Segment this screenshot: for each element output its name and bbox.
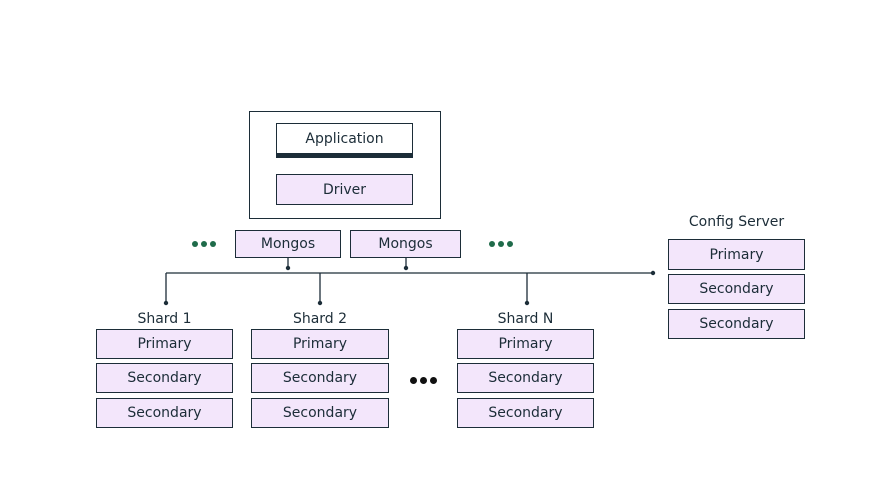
- config-server-title: Config Server: [688, 214, 785, 230]
- ellipsis-icon: [489, 241, 513, 247]
- shard-title: Shard 2: [292, 311, 348, 327]
- member-role-label: Secondary: [282, 405, 358, 421]
- member-role-label: Secondary: [699, 281, 774, 297]
- replica-member: Secondary: [96, 363, 233, 393]
- member-role-label: Secondary: [488, 405, 563, 421]
- replica-member: Primary: [251, 329, 389, 359]
- connector-dot: [317, 300, 323, 306]
- mongos-label: Mongos: [260, 236, 316, 252]
- application-base-bar: [276, 153, 413, 158]
- replica-member: Secondary: [457, 363, 594, 393]
- replica-member: Primary: [457, 329, 594, 359]
- application-box: Application: [276, 123, 413, 154]
- replica-member: Primary: [96, 329, 233, 359]
- mongos-router: Mongos: [235, 230, 341, 258]
- ellipsis-icon: [410, 377, 437, 384]
- replica-member: Secondary: [668, 274, 805, 304]
- replica-member: Secondary: [457, 398, 594, 428]
- connector-dot: [524, 300, 530, 306]
- member-role-label: Secondary: [127, 370, 202, 386]
- driver-label: Driver: [322, 181, 367, 198]
- shard-title: Shard N: [497, 311, 554, 327]
- replica-member: Primary: [668, 239, 805, 270]
- connector-dot: [163, 300, 169, 306]
- member-role-label: Secondary: [282, 370, 358, 386]
- replica-member: Secondary: [96, 398, 233, 428]
- member-role-label: Primary: [137, 336, 192, 352]
- connector-dot: [403, 265, 409, 271]
- connector-dot: [650, 270, 656, 276]
- driver-box: Driver: [276, 174, 413, 205]
- replica-member: Secondary: [251, 398, 389, 428]
- replica-member: Secondary: [251, 363, 389, 393]
- application-label: Application: [305, 130, 384, 147]
- ellipsis-icon: [192, 241, 216, 247]
- shard-title: Shard 1: [137, 311, 192, 327]
- member-role-label: Primary: [498, 336, 553, 352]
- replica-member: Secondary: [668, 309, 805, 339]
- member-role-label: Secondary: [699, 316, 774, 332]
- mongos-label: Mongos: [378, 236, 433, 252]
- mongos-router: Mongos: [350, 230, 461, 258]
- member-role-label: Secondary: [488, 370, 563, 386]
- member-role-label: Primary: [709, 246, 764, 263]
- member-role-label: Secondary: [127, 405, 202, 421]
- member-role-label: Primary: [292, 336, 348, 352]
- connector-dot: [285, 265, 291, 271]
